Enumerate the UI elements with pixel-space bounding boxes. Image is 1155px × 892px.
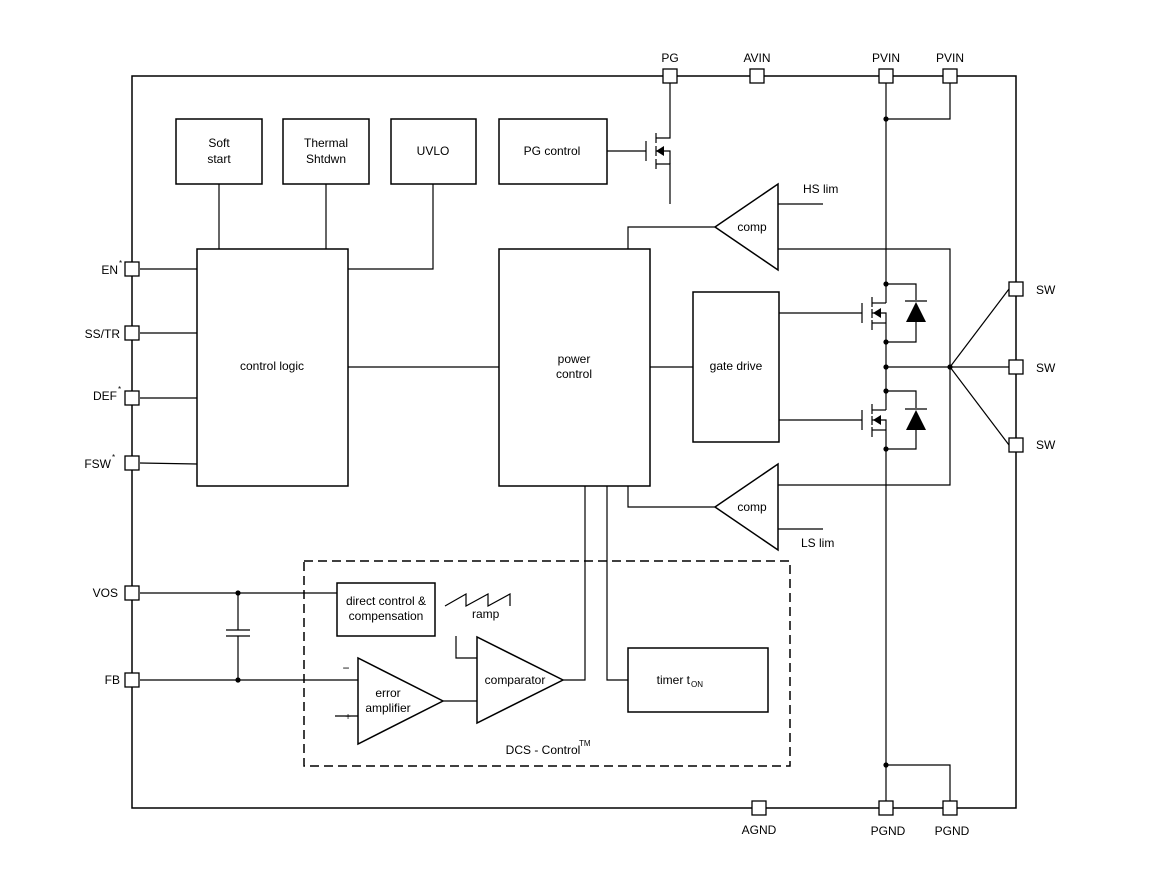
pin-ss-tr: SS/TR — [85, 325, 140, 341]
comp-ls-label: comp — [737, 500, 767, 514]
pin-sw-3-label: SW — [1036, 438, 1056, 452]
high-side-diode-icon — [886, 283, 927, 343]
low-side-mosfet-icon — [861, 404, 887, 437]
comp-hs-label: comp — [737, 220, 767, 234]
error-amp-minus: − — [342, 661, 349, 675]
pin-pvin-2-label: PVIN — [936, 51, 964, 65]
uvlo-label: UVLO — [417, 144, 450, 158]
pg-mosfet-icon — [645, 133, 671, 169]
pin-pgnd-1: PGND — [871, 800, 906, 838]
comparator-triangle: comparator — [476, 635, 565, 725]
power-control-label-2: control — [556, 367, 592, 381]
dcs-control-region — [303, 560, 791, 767]
soft-start-label-2: start — [207, 152, 231, 166]
control-logic-block: control logic — [196, 248, 349, 487]
direct-control-label-1: direct control & — [346, 594, 426, 608]
power-control-label-1: power — [558, 352, 591, 366]
uvlo-block: UVLO — [390, 118, 477, 185]
pin-en-label: EN — [101, 263, 118, 277]
pin-pvin-1: PVIN — [872, 51, 900, 84]
soft-start-label-1: Soft — [208, 136, 230, 150]
pg-control-block: PG control — [498, 118, 608, 185]
pin-sw-3: SW — [1008, 437, 1056, 453]
pin-sw-2: SW — [1008, 359, 1056, 375]
gate-drive-block: gate drive — [692, 291, 780, 443]
timer-label: timer t — [657, 673, 691, 687]
pin-fb: FB — [105, 672, 140, 688]
error-amplifier-triangle: error amplifier − + — [342, 656, 445, 746]
power-control-block: power control — [498, 248, 651, 487]
dcs-tm-superscript: TM — [579, 739, 591, 748]
ramp-label: ramp — [472, 607, 500, 621]
comp-ls-triangle: comp LS lim — [713, 462, 834, 552]
control-logic-label: control logic — [240, 359, 304, 373]
pin-avin: AVIN — [743, 51, 771, 84]
pin-avin-label: AVIN — [743, 51, 770, 65]
pin-sw-2-label: SW — [1036, 361, 1056, 375]
pin-vos: VOS — [93, 585, 140, 601]
timer-subscript: ON — [691, 680, 703, 689]
pin-ss-tr-label: SS/TR — [85, 327, 121, 341]
pin-en-asterisk: * — [119, 259, 122, 268]
soft-start-block: Soft start — [175, 118, 263, 185]
thermal-label-1: Thermal — [304, 136, 348, 150]
gate-drive-label: gate drive — [710, 359, 763, 373]
pin-pg-label: PG — [661, 51, 678, 65]
ls-lim-label: LS lim — [801, 536, 834, 550]
pin-def-asterisk: * — [118, 385, 121, 394]
dcs-control-label: DCS - Control — [506, 743, 581, 757]
pin-pgnd-2-label: PGND — [935, 824, 970, 838]
pin-fb-label: FB — [105, 673, 120, 687]
pin-def-label: DEF — [93, 389, 117, 403]
pin-agnd: AGND — [742, 800, 777, 837]
pg-control-label: PG control — [524, 144, 581, 158]
thermal-shutdown-block: Thermal Shtdwn — [282, 118, 370, 185]
thermal-label-2: Shtdwn — [306, 152, 346, 166]
pin-fsw-label: FSW — [84, 457, 111, 471]
error-amp-plus: + — [345, 712, 351, 723]
pin-pvin-1-label: PVIN — [872, 51, 900, 65]
pin-fsw: FSW * — [84, 453, 140, 471]
pin-pg: PG — [661, 51, 679, 84]
pin-sw-1-label: SW — [1036, 283, 1056, 297]
pin-pvin-2: PVIN — [936, 51, 964, 84]
pin-agnd-label: AGND — [742, 823, 777, 837]
error-amp-label-1: error — [375, 686, 400, 700]
pin-pgnd-1-label: PGND — [871, 824, 906, 838]
pin-en: EN * — [101, 259, 140, 277]
pin-def: DEF * — [93, 385, 140, 406]
high-side-mosfet-icon — [861, 297, 887, 330]
hs-lim-label: HS lim — [803, 182, 838, 196]
pin-sw-1: SW — [1008, 281, 1056, 297]
comp-hs-triangle: comp HS lim — [713, 182, 838, 272]
pin-fsw-asterisk: * — [112, 453, 115, 462]
direct-control-label-2: compensation — [349, 609, 424, 623]
error-amp-label-2: amplifier — [365, 701, 410, 715]
comparator-label: comparator — [485, 673, 546, 687]
pin-vos-label: VOS — [93, 586, 118, 600]
pin-pgnd-2: PGND — [935, 800, 970, 838]
low-side-diode-icon — [886, 390, 927, 450]
timer-block: timer t ON — [627, 647, 769, 713]
direct-control-block: direct control & compensation — [336, 582, 436, 637]
